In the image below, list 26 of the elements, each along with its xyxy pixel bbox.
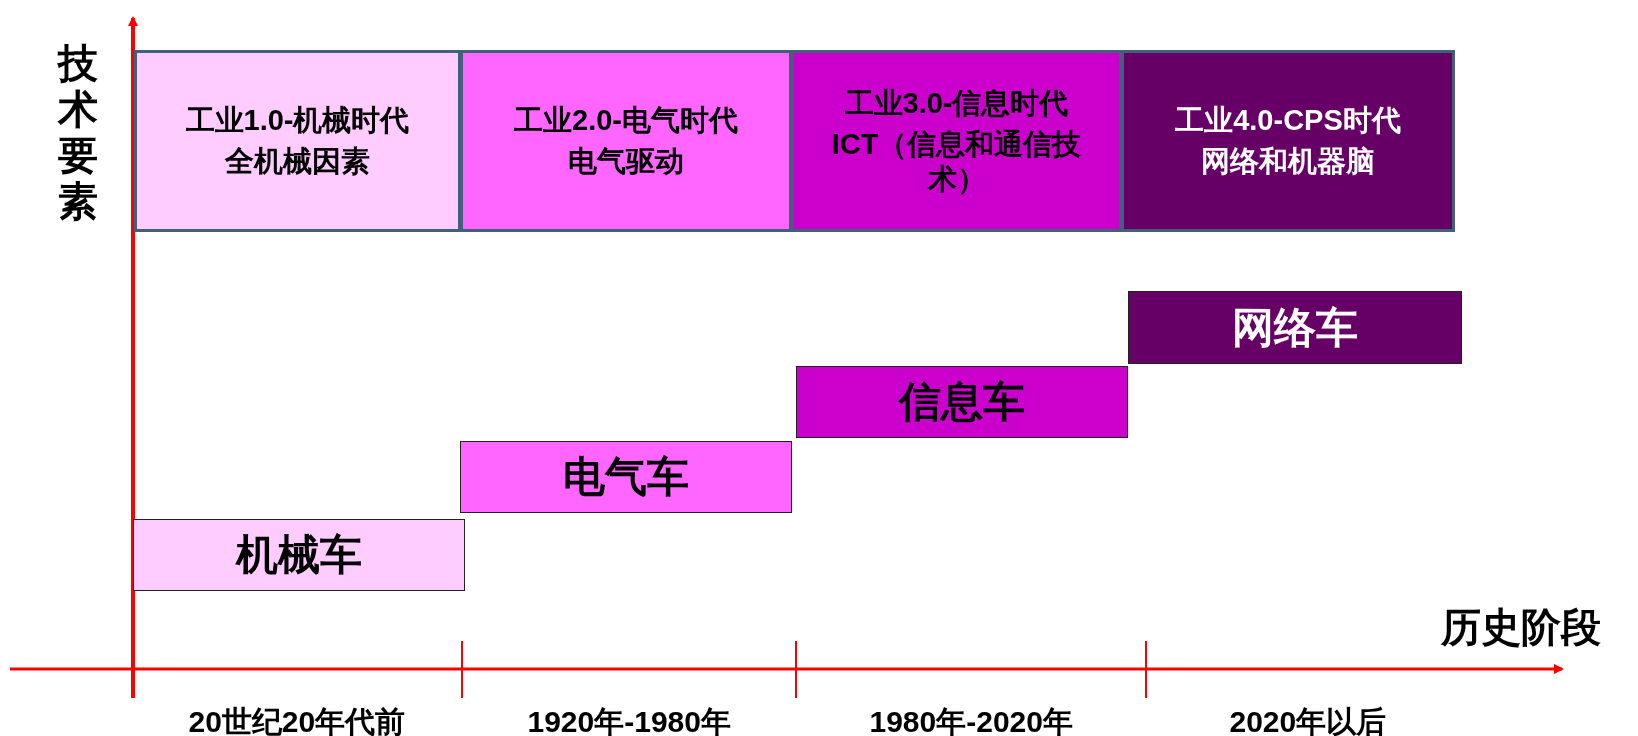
era-box <box>134 50 461 232</box>
period-label: 2020年以后 <box>1229 704 1387 736</box>
era-description: 电气驱动 <box>568 144 684 179</box>
period-label: 1920年-1980年 <box>527 704 731 736</box>
era-description: 全机械因素 <box>225 144 370 179</box>
axis-title: 技术要素 <box>58 40 99 224</box>
era-box <box>460 50 792 232</box>
era-title: 工业1.0-机械时代 <box>185 103 410 138</box>
stage-bar <box>460 441 792 513</box>
stage-label: 机械车 <box>236 530 362 580</box>
stage-label: 网络车 <box>1232 302 1358 353</box>
stage-label: 电气车 <box>563 452 689 502</box>
era-title: 工业3.0-信息时代 <box>844 85 1069 121</box>
stage-label: 信息车 <box>899 377 1025 427</box>
axis-title: 历史阶段 <box>1441 604 1601 651</box>
era-description: 网络和机器脑 <box>1201 144 1375 179</box>
era-box <box>1121 50 1455 232</box>
period-label: 1980年-2020年 <box>869 704 1073 736</box>
era-title: 工业2.0-电气时代 <box>514 103 738 138</box>
stage-bar <box>796 366 1128 438</box>
period-label: 20世纪20年代前 <box>188 704 406 736</box>
era-description: ICT（信息和通信技术） <box>830 126 1083 197</box>
stage-bar <box>133 519 465 591</box>
era-box <box>791 50 1122 232</box>
era-title: 工业4.0-CPS时代 <box>1175 103 1401 138</box>
stage-bar <box>1128 291 1462 364</box>
